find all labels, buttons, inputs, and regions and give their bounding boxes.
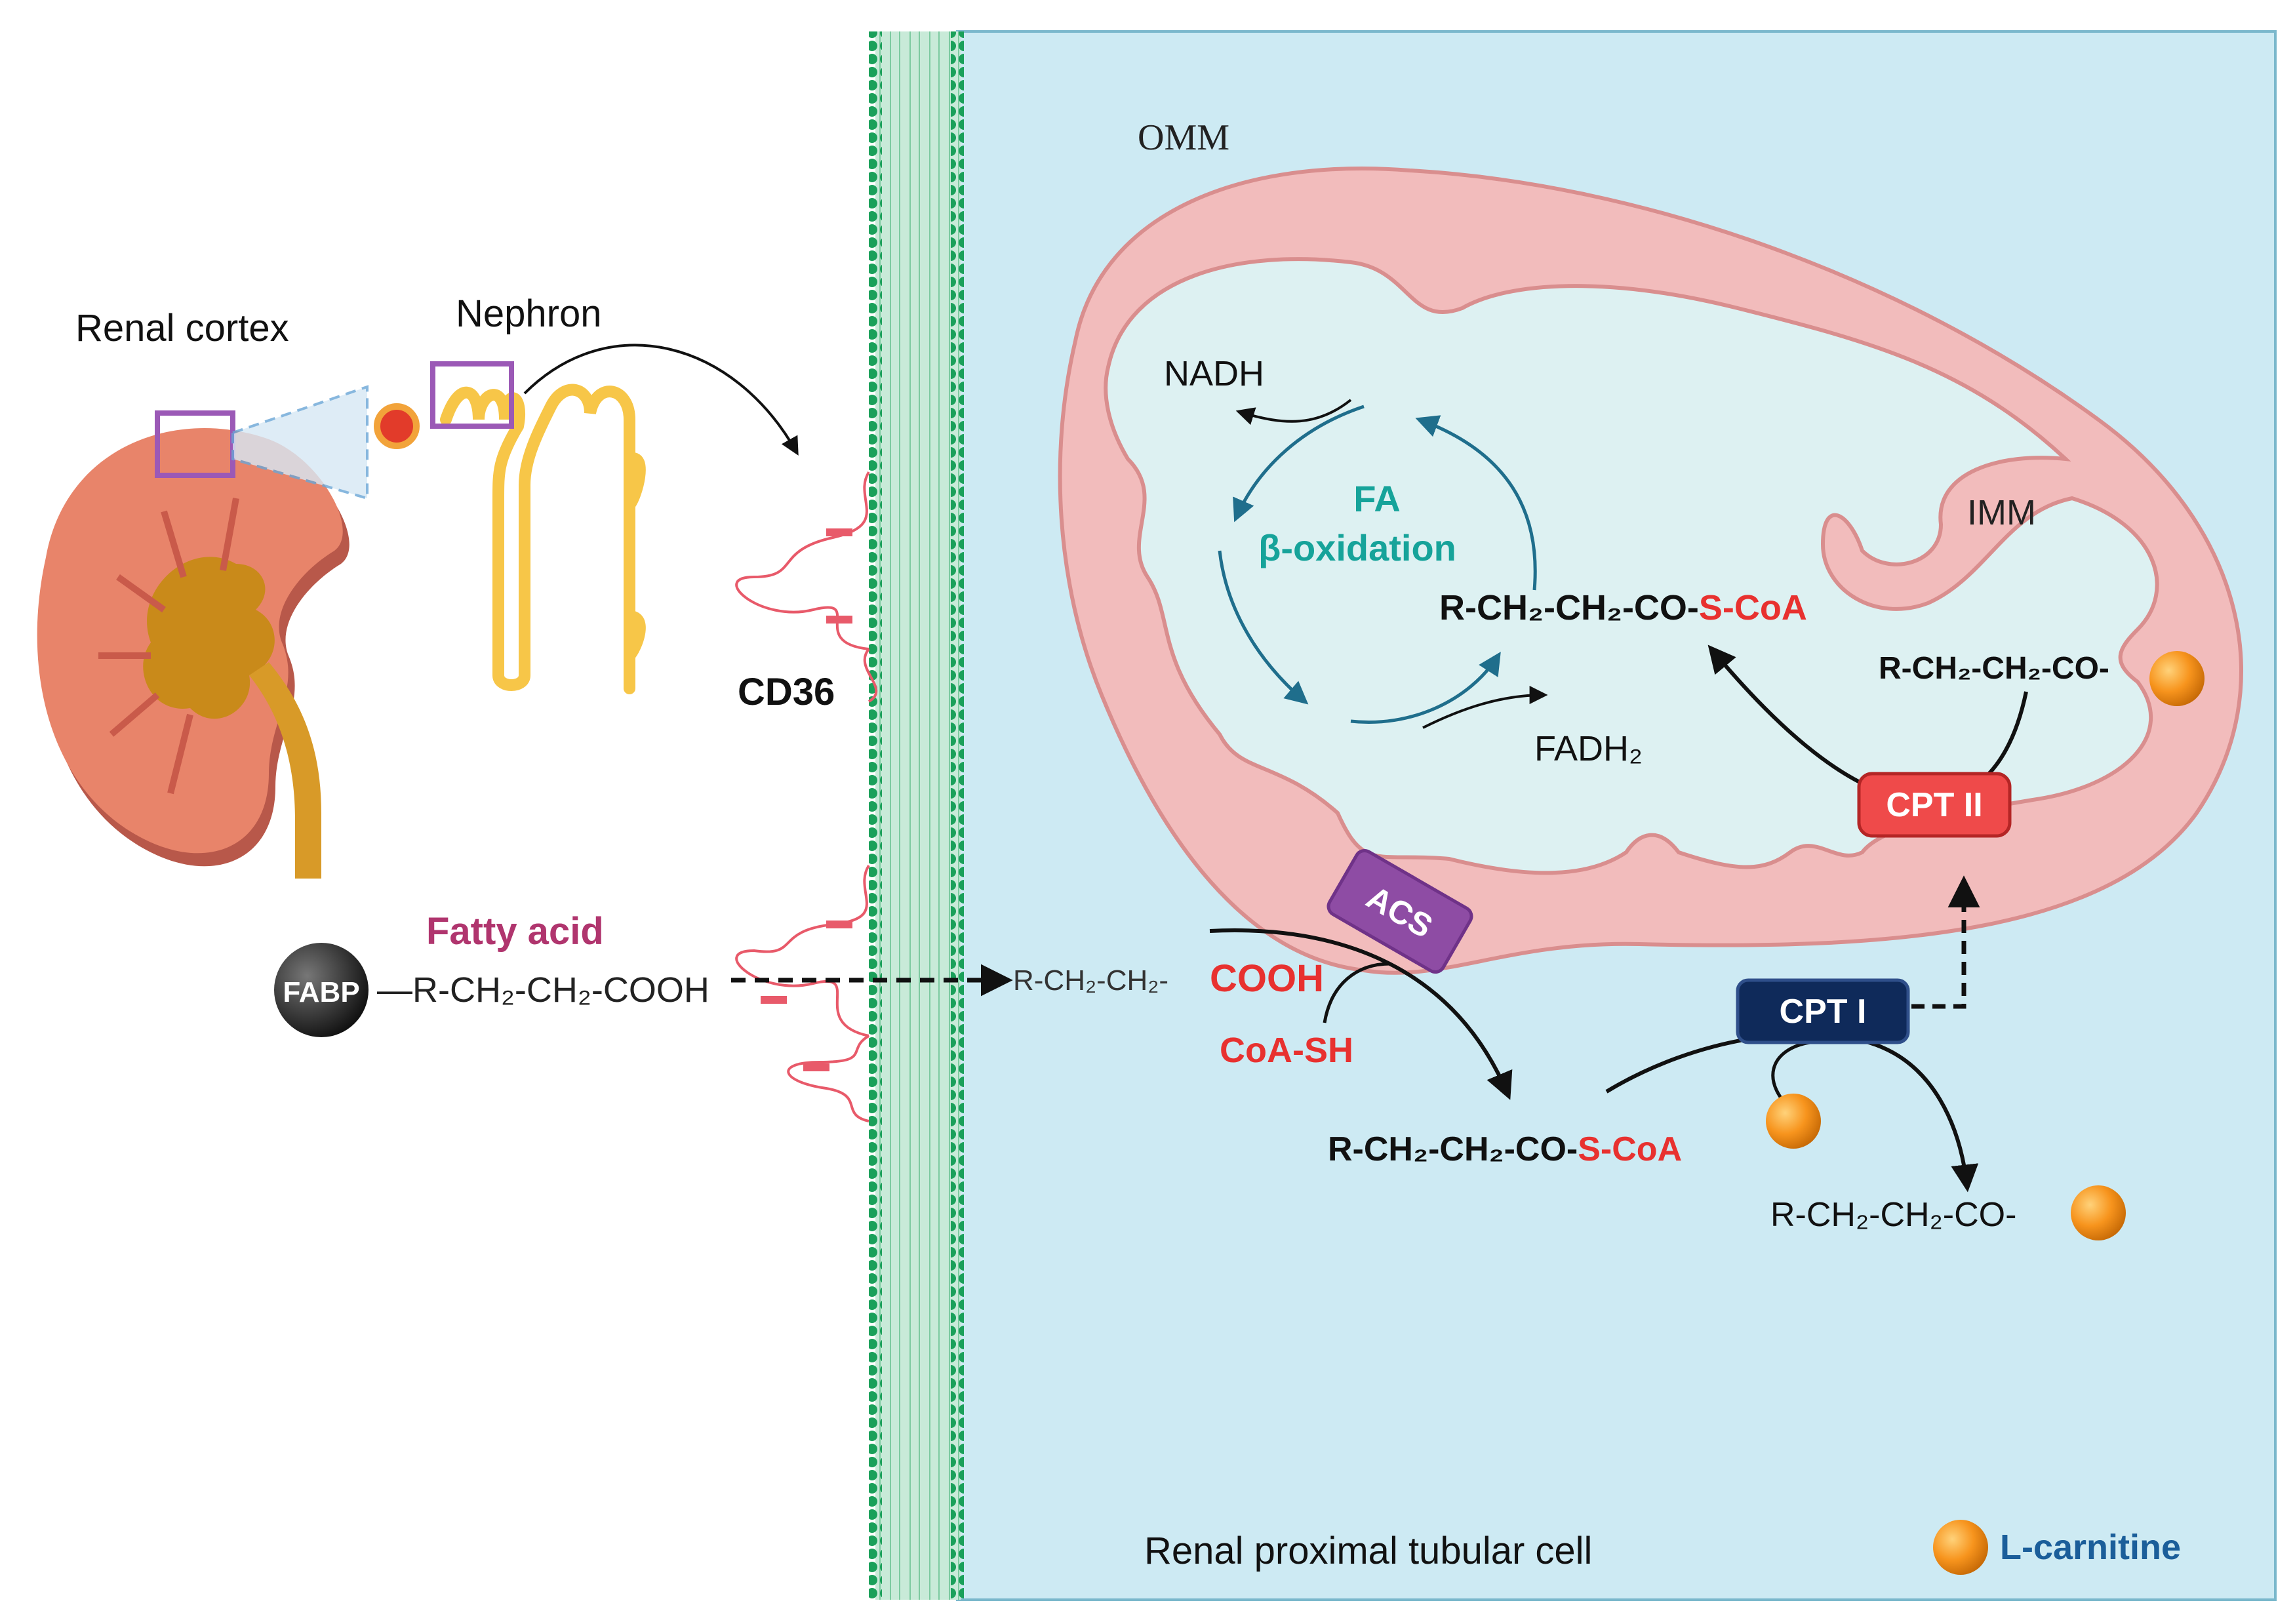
nephron-label: Nephron [456, 292, 601, 335]
l-carnitine-ball-cytosol [1766, 1094, 1821, 1149]
cytosolic-acyl-coa-suffix: S-CoA [1578, 1130, 1682, 1168]
coa-sh-label: CoA-SH [1220, 1031, 1353, 1070]
nadh-branch-arrow [1235, 399, 1352, 426]
cytosolic-fatty-acid-prefix: R-CH₂-CH₂- [1013, 964, 1168, 997]
legend-l-carnitine-label: L-carnitine [2000, 1528, 2181, 1567]
fabp-fatty-acid-chain: —R-CH₂-CH₂-COOH [377, 970, 709, 1010]
cpt1-label: CPT I [1780, 993, 1867, 1031]
fabp-label: FABP [283, 976, 359, 1008]
cell-label: Renal proximal tubular cell [1144, 1530, 1592, 1572]
matrix-acyl-carnitine: R-CH₂-CH₂-CO- [1879, 651, 2109, 686]
cd36-transporter-upper [735, 471, 878, 703]
nadh-label: NADH [1164, 354, 1264, 393]
coa-sh-input-arrow [1323, 962, 1391, 1023]
imm-label: IMM [1967, 493, 2036, 532]
nephron-to-cell-arrow [523, 344, 799, 456]
cpt2-enzyme [1857, 772, 2012, 838]
cpt2-label: CPT II [1886, 786, 1982, 824]
l-carnitine-ball-product [2071, 1185, 2126, 1240]
nephron-illustration [374, 384, 646, 694]
acs-enzyme: ACS [1327, 848, 1473, 974]
nephron-highlight-box [430, 361, 514, 429]
matrix-acyl-coa-suffix: S-CoA [1699, 588, 1807, 627]
cytosolic-acyl-coa: R-CH₂-CH₂-CO-S-CoA [1328, 1130, 1682, 1168]
l-carnitine-ball-matrix [2149, 651, 2205, 706]
beta-oxidation-label-line2: β-oxidation [1258, 527, 1456, 568]
plasma-membrane [869, 31, 964, 1600]
cd36-transporter-lower [735, 864, 870, 1122]
cytosolic-acyl-carnitine: R-CH₂-CH₂-CO- [1770, 1196, 2016, 1234]
beta-oxidation-label-line1: FA [1353, 478, 1401, 519]
cd36-label: CD36 [738, 671, 835, 713]
mitochondrion-inner-matrix [1104, 257, 2159, 875]
cpt1-enzyme [1736, 978, 1910, 1044]
beta-oxidation-cycle [1218, 405, 1537, 724]
magnifier-cone [231, 385, 369, 500]
cytosolic-acyl-coa-prefix: R-CH₂-CH₂-CO- [1328, 1130, 1578, 1168]
matrix-acyl-coa-prefix: R-CH₂-CH₂-CO- [1439, 588, 1699, 627]
fadh2-label: FADH₂ [1534, 729, 1643, 768]
fadh2-branch-arrow [1422, 686, 1548, 729]
cytosolic-fatty-acid: R-CH₂-CH₂- [1013, 964, 1168, 997]
fabp-ball [274, 943, 369, 1037]
cytosolic-fatty-acid-cooh: COOH [1210, 957, 1324, 1000]
kidney-illustration [37, 427, 349, 879]
legend-l-carnitine-icon [1933, 1520, 1988, 1575]
omm-label: OMM [1138, 117, 1229, 158]
fatty-acid-label: Fatty acid [426, 910, 604, 953]
renal-cortex-label: Renal cortex [75, 307, 289, 349]
matrix-acyl-coa: R-CH₂-CH₂-CO-S-CoA [1439, 588, 1807, 627]
cpt1-to-cpt2-dashed-arrow [1911, 875, 1980, 1009]
